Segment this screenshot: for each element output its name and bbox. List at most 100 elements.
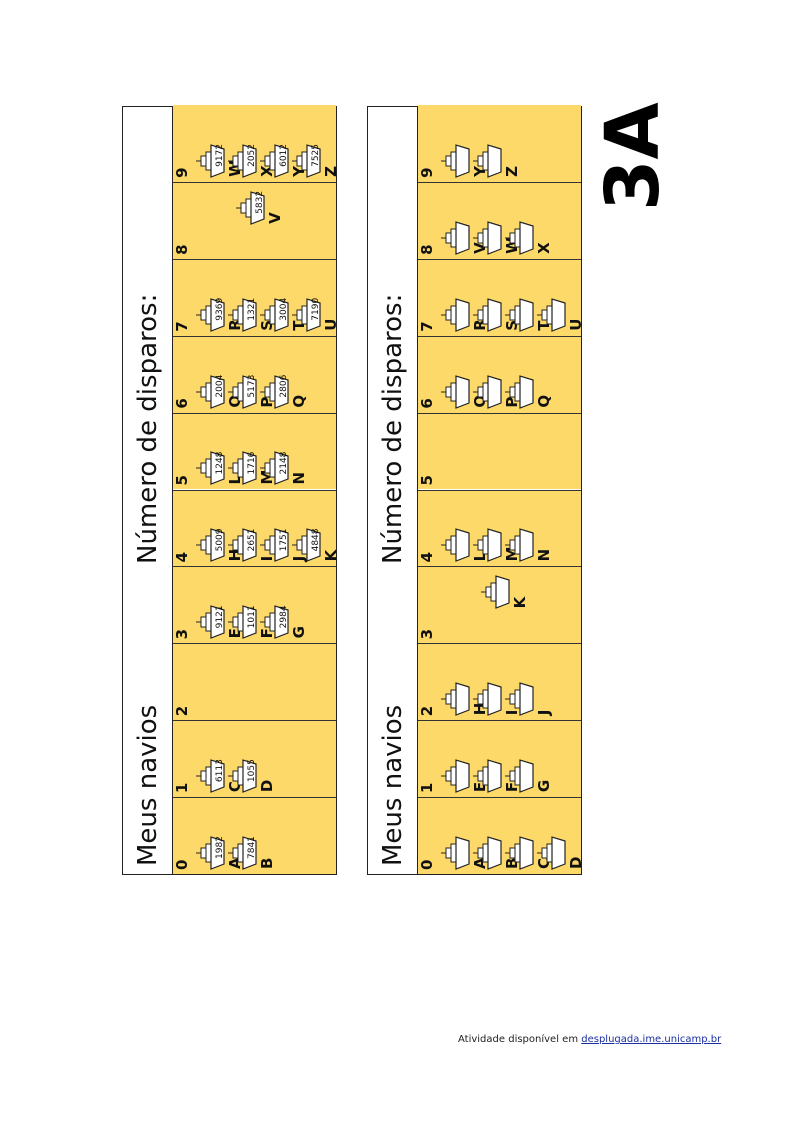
column-number: 8 <box>418 244 436 255</box>
ship-letter: Z <box>322 166 340 177</box>
ship-letter: Z <box>503 166 521 177</box>
ship-K[interactable]: K <box>480 575 529 610</box>
ship-S[interactable]: S <box>472 297 521 332</box>
ship-Z[interactable]: Z <box>472 144 521 178</box>
ship-H[interactable]: H <box>440 682 489 717</box>
ship-code: 7190 <box>311 297 321 321</box>
ship-E[interactable]: E <box>440 759 489 793</box>
ship-T[interactable]: T <box>504 297 553 332</box>
ship-G[interactable]: G <box>504 759 553 793</box>
ship-I[interactable]: I <box>472 682 521 717</box>
footer-link[interactable]: desplugada.ime.unicamp.br <box>581 1034 722 1045</box>
ship-M[interactable]: M <box>472 528 521 563</box>
ship-code: 1248 <box>215 451 225 475</box>
column-number: 9 <box>173 167 191 178</box>
ship-Y[interactable]: Y <box>440 144 489 178</box>
ship-code: 9369 <box>215 297 225 321</box>
footer-text: Atividade disponível em <box>458 1034 582 1045</box>
column-number: 6 <box>418 398 436 409</box>
ship-X[interactable]: X <box>504 221 553 255</box>
column-number: 3 <box>418 628 436 640</box>
ship-N[interactable]: N <box>504 528 553 563</box>
ship-code: 2004 <box>215 374 225 398</box>
ship-letter: G <box>535 779 553 793</box>
column-number: 2 <box>173 705 191 717</box>
ship-V[interactable]: V <box>440 221 489 255</box>
ship-code: 9172 <box>215 144 225 167</box>
ship-B[interactable]: B <box>472 836 521 870</box>
ship-code: 6113 <box>215 759 225 783</box>
ship-U[interactable]: U <box>536 297 585 332</box>
ship-letter: G <box>290 626 308 639</box>
column-2: 2 <box>173 643 336 721</box>
ship-L[interactable]: L <box>440 528 489 563</box>
ship-F[interactable]: F <box>472 759 521 793</box>
ship-letter: B <box>258 857 276 869</box>
ship-D[interactable]: D <box>536 836 585 870</box>
ship-R[interactable]: R <box>440 297 489 332</box>
ship-J[interactable]: J <box>504 682 553 717</box>
ship-A[interactable]: A <box>440 836 489 870</box>
ship-code: 2148 <box>279 451 289 475</box>
ship-C[interactable]: C <box>504 836 553 870</box>
column-number: 9 <box>418 167 436 178</box>
panel-left-header: Meus navios Número de disparos: <box>123 107 173 874</box>
column-number: 7 <box>418 321 436 332</box>
ship-Q[interactable]: Q <box>504 374 553 409</box>
ship-code: 7525 <box>311 144 321 167</box>
ship-P[interactable]: P <box>472 374 521 409</box>
ship-letter: K <box>322 549 340 562</box>
column-5: 5 <box>418 412 581 490</box>
ship-letter: J <box>535 709 553 716</box>
ship-code: 5173 <box>247 374 257 398</box>
column-number: 1 <box>173 782 191 794</box>
ship-O[interactable]: O <box>440 374 489 409</box>
ship-W[interactable]: W <box>472 221 521 255</box>
ship-letter: U <box>322 318 340 331</box>
ship-code: 5009 <box>215 528 225 552</box>
